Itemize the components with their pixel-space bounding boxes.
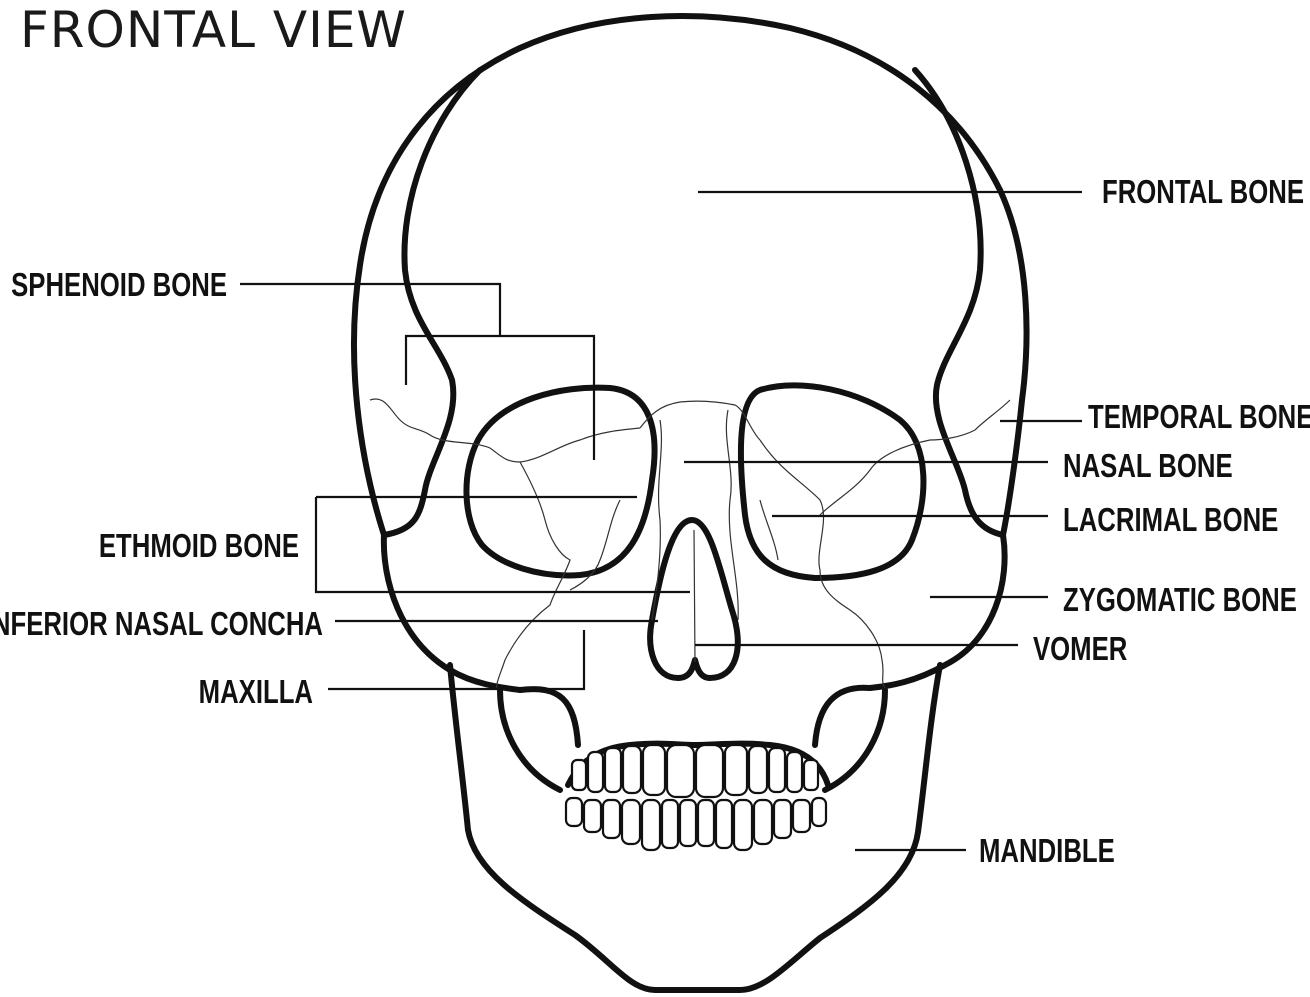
label-zygomatic-bone: ZYGOMATIC BONE: [1063, 582, 1297, 619]
tooth: [605, 748, 621, 792]
tooth: [584, 800, 601, 832]
lower-teeth: [566, 798, 826, 850]
nasal-septum: [694, 530, 695, 662]
tooth: [566, 798, 582, 826]
right-orbit: [741, 385, 924, 578]
tooth: [696, 745, 723, 797]
tooth: [662, 800, 678, 848]
tooth: [774, 800, 791, 838]
tooth: [680, 800, 696, 846]
label-ethmoid-bone: ETHMOID BONE: [99, 528, 299, 565]
label-sphenoid-bone: SPHENOID BONE: [11, 267, 227, 304]
right-ramus-inner: [825, 690, 885, 790]
left-ramus-inner: [500, 690, 560, 790]
tooth: [734, 800, 752, 850]
tooth: [588, 752, 603, 792]
tooth: [642, 800, 660, 850]
tooth: [812, 798, 826, 826]
tooth: [643, 745, 665, 795]
left-notch: [520, 689, 578, 745]
tooth: [754, 800, 772, 844]
left-temporal-curve: [384, 70, 480, 535]
tooth: [622, 800, 640, 844]
tooth: [572, 760, 586, 790]
tooth: [793, 800, 810, 832]
right-notch: [815, 688, 870, 745]
label-mandible: MANDIBLE: [979, 833, 1115, 870]
tooth: [787, 752, 802, 792]
left-orbit: [466, 388, 654, 576]
tooth: [603, 800, 620, 838]
tooth: [725, 745, 747, 795]
label-inferior-nasal-concha: INFERIOR NASAL CONCHA: [0, 606, 323, 643]
label-lacrimal-bone: LACRIMAL BONE: [1063, 502, 1278, 539]
right-temporal-curve: [915, 70, 1003, 535]
tooth: [667, 745, 694, 797]
tooth: [804, 760, 818, 790]
label-vomer: VOMER: [1033, 631, 1127, 668]
diagram-title: FRONTAL VIEW: [20, 1, 407, 59]
tooth: [749, 746, 767, 793]
label-nasal-bone: NASAL BONE: [1063, 448, 1233, 485]
tooth: [716, 800, 732, 848]
label-maxilla: MAXILLA: [199, 674, 313, 711]
cranium-outline: [354, 16, 1027, 535]
leader-maxilla: [328, 630, 584, 689]
label-frontal-bone: FRONTAL BONE: [1102, 174, 1304, 211]
label-temporal-bone: TEMPORAL BONE: [1088, 399, 1310, 436]
tooth: [769, 748, 785, 792]
upper-teeth: [568, 744, 828, 797]
tooth: [698, 800, 714, 846]
tooth: [623, 746, 641, 793]
